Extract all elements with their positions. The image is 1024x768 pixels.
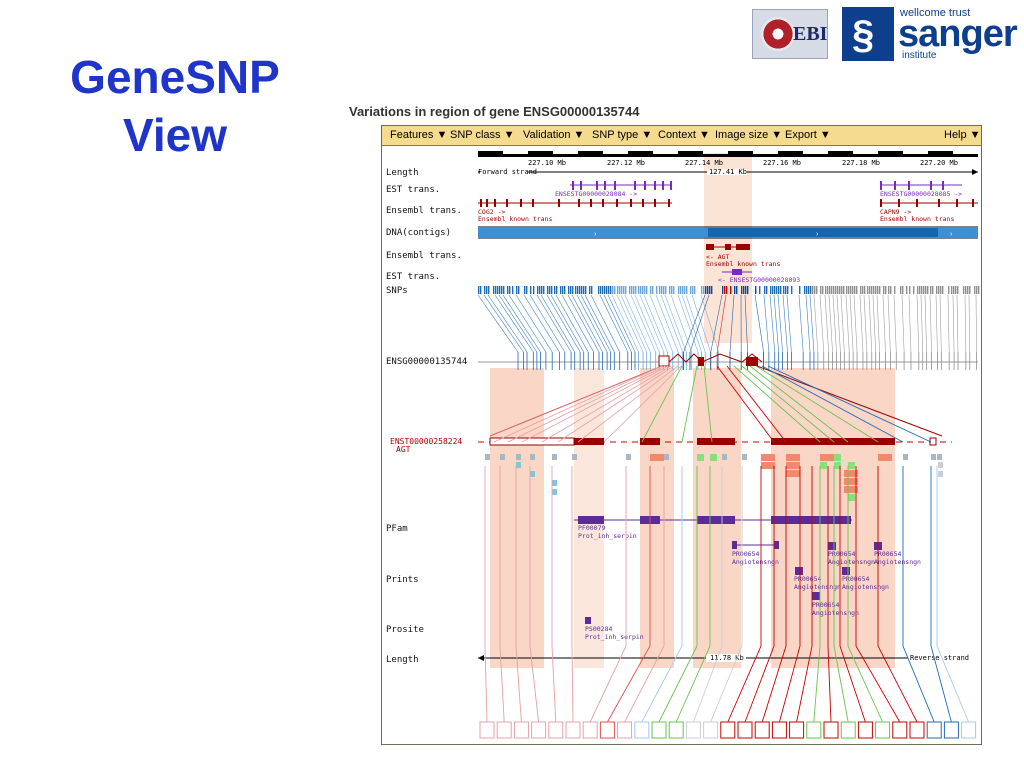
span-label: 127.41 Kb: [709, 168, 747, 176]
prints-id-1: PR00654: [732, 550, 759, 558]
known-trans-label-3: Ensembl known trans: [706, 260, 780, 268]
sanger-logo-top: wellcome trust: [900, 7, 971, 19]
lower-span-label: 11.78 Kb: [710, 654, 744, 662]
ruler-tick-5: 227.18 Mb: [842, 159, 880, 167]
prints-name-4: Angiotensngn: [794, 583, 841, 591]
prints-id-4: PR00654: [794, 575, 821, 583]
svg-text:›: ›: [950, 231, 953, 238]
menu-snp-class[interactable]: SNP class ▼: [450, 129, 515, 141]
pfam-id-label: PF00079: [578, 524, 605, 532]
svg-text:›: ›: [594, 231, 597, 238]
prints-id-3: PR00654: [874, 550, 901, 558]
est-label-c: <- ENSESTG00000028093: [718, 276, 800, 284]
prints-name-3: Angiotensngn: [874, 558, 921, 566]
prints-id-2: PR00654: [828, 550, 855, 558]
exon-shading: [490, 368, 895, 668]
menu-export[interactable]: Export ▼: [785, 129, 831, 141]
gene-axis: [478, 352, 978, 370]
track-label-est-2: EST trans.: [386, 272, 441, 282]
known-trans-label-1: Ensembl known trans: [478, 215, 552, 223]
dna-contig-track: › › ›: [478, 226, 978, 239]
ruler-tick-6: 227.20 Mb: [920, 159, 958, 167]
menu-snp-type[interactable]: SNP type ▼: [592, 129, 653, 141]
ebi-emblem-icon: [761, 17, 795, 51]
prints-name-2: Angiotensngn: [828, 558, 875, 566]
track-label-transcript-name: AGT: [396, 445, 411, 454]
slide-title: GeneSNP View: [40, 48, 310, 164]
prints-name-5: Angiotensngn: [842, 583, 889, 591]
est-label-a: ENSESTG00000028084 ->: [555, 190, 637, 198]
menu-validation[interactable]: Validation ▼: [523, 129, 585, 141]
ruler-tick-2: 227.12 Mb: [607, 159, 645, 167]
prosite-name: Prot_inh_serpin: [585, 633, 644, 641]
ruler: 227.10 Mb 227.12 Mb 227.14 Mb 227.16 Mb …: [478, 151, 978, 176]
track-label-length-2: Length: [386, 655, 419, 665]
prints-name-1: Angiotensngn: [732, 558, 779, 566]
reverse-strand-label: Reverse strand: [910, 654, 969, 662]
menu-help[interactable]: Help ▼: [944, 129, 981, 141]
menu-bar: Features ▼ SNP class ▼ Validation ▼ SNP …: [382, 126, 981, 146]
track-label-ensembl-2: Ensembl trans.: [386, 251, 462, 261]
genesnp-panel: Features ▼ SNP class ▼ Validation ▼ SNP …: [381, 125, 982, 745]
snp-track: [478, 286, 980, 294]
cog2-label: COG2 ->: [478, 208, 505, 216]
track-label-prints: Prints: [386, 575, 419, 585]
track-label-length: Length: [386, 168, 419, 178]
est-track: ENSESTG00000028084 -> ENSESTG00000028085…: [555, 181, 962, 198]
sanger-logo-sub: institute: [902, 50, 937, 61]
track-label-est: EST trans.: [386, 185, 441, 195]
menu-image-size[interactable]: Image size ▼: [715, 129, 783, 141]
menu-context[interactable]: Context ▼: [658, 129, 710, 141]
forward-strand-label: Forward strand: [478, 168, 537, 176]
lower-ruler: 11.78 Kb Reverse strand: [478, 654, 978, 662]
track-label-transcript: ENST00000258224: [390, 437, 463, 446]
track-label-prosite: Prosite: [386, 625, 424, 635]
track-label-ensembl: Ensembl trans.: [386, 206, 462, 216]
prosite-id: PS00284: [585, 625, 612, 633]
ruler-tick-1: 227.10 Mb: [528, 159, 566, 167]
slide-title-line2: View: [123, 109, 227, 161]
capn9-label: CAPN9 ->: [880, 208, 911, 216]
track-label-gene: ENSG00000135744: [386, 357, 468, 367]
ruler-tick-3: 227.14 Mb: [685, 159, 723, 167]
track-label-snps: SNPs: [386, 286, 408, 296]
agt-label: <- AGT: [706, 253, 730, 261]
ebi-logo: EBI: [752, 9, 828, 59]
panel-heading: Variations in region of gene ENSG0000013…: [349, 104, 640, 119]
sanger-logo-main: sanger: [898, 13, 1018, 55]
pfam-name-label: Prot_inh_serpin: [578, 532, 637, 540]
ensembl-track: COG2 -> Ensembl known trans CAPN9 -> Ens…: [478, 199, 978, 223]
known-trans-label-2: Ensembl known trans: [880, 215, 954, 223]
agt-transcript-track: <- AGT Ensembl known trans <- ENSESTG000…: [706, 244, 800, 284]
prints-name-6: Angiotensngn: [812, 609, 859, 617]
genome-view-canvas: 227.10 Mb 227.12 Mb 227.14 Mb 227.16 Mb …: [477, 151, 980, 739]
est-label-b: ENSESTG00000028085 ->: [880, 190, 962, 198]
allele-row: [479, 365, 977, 739]
svg-text:›: ›: [816, 231, 819, 238]
sanger-logo: § wellcome trust sanger institute: [842, 7, 1018, 61]
snp-fan-lines: [477, 294, 977, 353]
prints-id-6: PR00654: [812, 601, 839, 609]
ebi-logo-text: EBI: [793, 23, 828, 45]
track-label-pfam: PFam: [386, 524, 408, 534]
slide-title-line1: GeneSNP: [70, 51, 280, 103]
prosite-track: PS00284 Prot_inh_serpin: [585, 617, 644, 641]
ruler-tick-4: 227.16 Mb: [763, 159, 801, 167]
menu-features[interactable]: Features ▼: [390, 129, 448, 141]
track-label-dna: DNA(contigs): [386, 228, 452, 238]
dna-helix-icon: §: [842, 7, 894, 61]
